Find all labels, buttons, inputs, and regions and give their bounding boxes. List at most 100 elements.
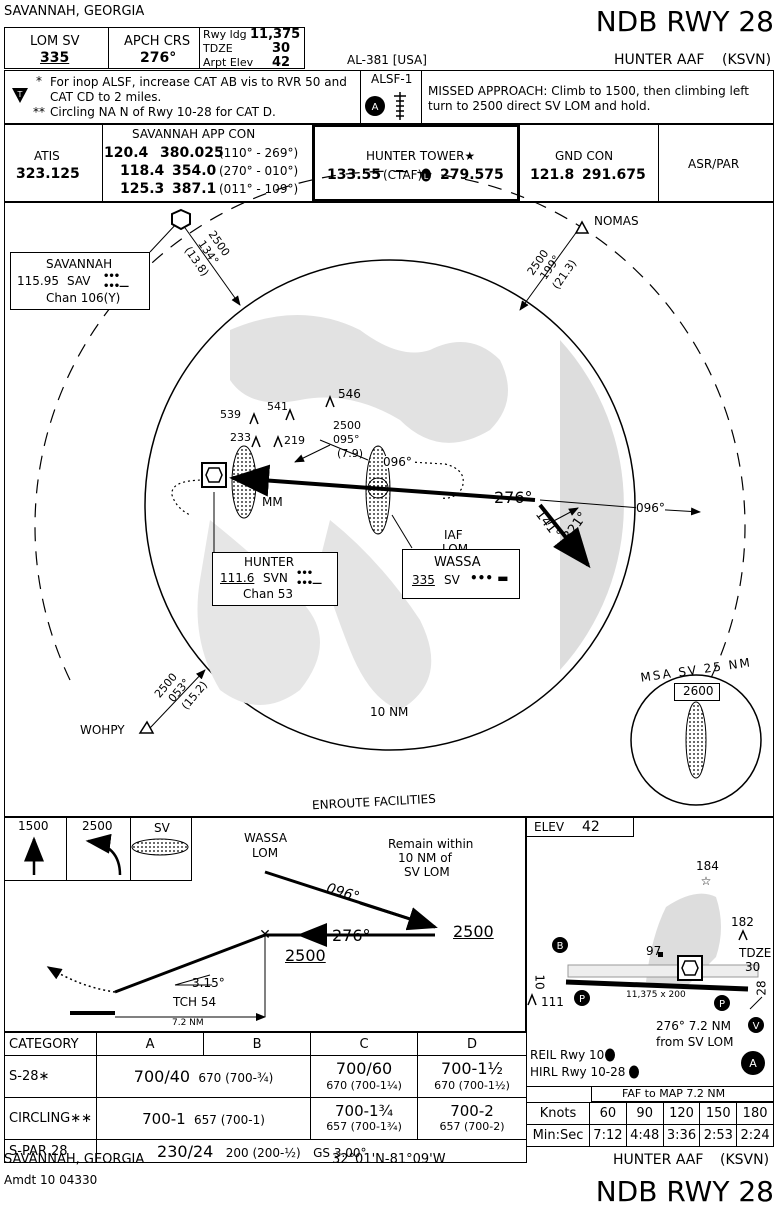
profile-alt-fix: 2500 [285,946,326,965]
hold-crs: 095° [333,433,360,446]
savannah-name: SAVANNAH [46,257,113,271]
circ-ab-small: 657 (700-1) [194,1112,265,1127]
spar-gs: GS 3.00° [313,1145,367,1160]
app-f2-2: 387.1 [172,181,217,197]
app-f2-1: 354.0 [172,163,217,179]
s28-label: S-28 [9,1069,39,1084]
hunter-loc-box [212,552,338,606]
time-3: 2:53 [699,1124,738,1147]
lom-label: LOM SV [30,34,80,49]
airport-tdze: 30 [745,960,761,974]
minimums-table: CATEGORY A B C D S-28∗ 700/40 670 (700-¾… [3,1032,527,1163]
airport-name: HUNTER AAF [614,52,705,68]
s28-c-small: 670 (700-1¼) [326,1078,402,1092]
obstacle-546: 546 [338,387,361,401]
wassa-freq: 335 [412,573,435,587]
s28-d: 700-1½ [441,1059,504,1079]
obstacle-539: 539 [220,408,241,421]
obstacle-233: 233 [230,431,251,444]
savannah-freq: 115.95 [17,274,59,288]
final-crs: 276° [494,488,533,507]
obstacle-97: 97 [646,944,662,958]
hold-dist: (7.9) [337,447,364,460]
rwy-ldg-label: Rwy ldg [203,28,247,41]
savannah-id: SAV [67,274,91,288]
tower-box [312,124,520,202]
ma-step1-alt: 1500 [18,819,49,833]
svg-text:B: B [557,941,564,952]
note1: For inop ALSF, increase CAT AB vis to RV… [50,75,347,89]
time-0: 7:12 [589,1124,627,1147]
ma-step2-alt: 2500 [82,819,113,833]
note2-mark: ** [33,105,45,119]
elev-value: 42 [582,819,600,835]
mm-label: MM [262,495,283,509]
asr-par: ASR/PAR [688,157,740,171]
hdr-b: B [203,1032,312,1056]
airport-tdze-label: TDZE [739,946,772,960]
tower-freq2: 279.575 [440,167,504,183]
chart-id: AL-381 [USA] [347,53,427,67]
app-con-label: SAVANNAH APP CON [132,127,256,141]
time-1: 4:48 [625,1124,664,1147]
svg-text:P: P [579,994,585,1005]
svg-text:P: P [719,999,725,1010]
tower-label: HUNTER TOWER★ [366,149,476,163]
gnd-freq1: 121.8 [530,167,575,183]
atis-freq: 323.125 [16,166,80,182]
s28-d-small: 670 (700-1½) [434,1078,510,1092]
knots-3: 150 [699,1102,738,1125]
knots-label: Knots [526,1102,590,1125]
tower-ctaf: (CTAF) [383,168,423,182]
svg-text:☆: ☆ [701,874,712,888]
hunter-id: SVN [263,571,288,585]
hdr-a: A [96,1032,205,1056]
atis-label: ATIS [34,149,60,163]
hdr-d: D [417,1032,527,1056]
profile-view [4,817,526,1032]
msa-alt-box [674,683,720,701]
rwy-dims: 11,375 x 200 [626,990,686,1000]
footer-airport: HUNTER AAF [613,1152,704,1168]
hold-alt: 2500 [333,419,361,432]
glideslope: 3.15° [192,976,225,990]
circ-c-small: 657 (700-1¾) [326,1120,402,1133]
obstacle-219: 219 [284,434,305,447]
knots-2: 120 [662,1102,701,1125]
svg-text:A: A [372,102,379,113]
ma-step3-label: SV [154,821,170,835]
faf-note2: from SV LOM [656,1035,734,1049]
circling-label: CIRCLING [9,1111,71,1126]
arpt-elev: 42 [272,55,291,70]
circ-d-small: 657 (700-2) [439,1120,505,1133]
knots-1: 90 [625,1102,664,1125]
faf-title-box [591,1087,774,1102]
ring-10nm: 10 NM [370,705,409,719]
time-2: 3:36 [662,1124,701,1147]
footer-title: NDB RWY 28 [595,1175,774,1208]
alsf-airport-icon: A [740,1050,766,1080]
s28-ab: 700/40 [133,1067,191,1086]
arpt-elev-label: Arpt Elev [203,56,254,69]
circ-c: 700-1¾ [334,1101,394,1120]
sav-morse: ••••••— [103,271,129,292]
hdr-category: CATEGORY [3,1032,98,1056]
hunter-chan: Chan 53 [243,587,294,601]
tdze-value: 30 [272,41,291,56]
hunter-name: HUNTER [244,555,295,569]
remain-3: SV LOM [404,865,450,879]
profile-in-crs: 276° [332,926,371,945]
elev-label: ELEV [534,820,565,834]
circ-ab: 700-1 [142,1109,186,1128]
hold-outbound: 096° [383,455,412,469]
profile-graphics: ✕ [24,833,438,1021]
missed-approach: MISSED APPROACH: Climb to 1500, then cli… [428,84,749,98]
reil: REIL Rwy 10 [530,1048,605,1062]
apch-crs: 276° [140,50,177,66]
missed-approach-b: turn to 2500 direct SV LOM and hold. [428,99,651,113]
apch-crs-label: APCH CRS [124,34,191,49]
profile-lom: LOM [252,846,279,860]
app-sector-1: (270° - 010°) [219,164,299,178]
app-f2-0: 380.025 [160,145,224,161]
wassa-name: WASSA [434,555,481,570]
